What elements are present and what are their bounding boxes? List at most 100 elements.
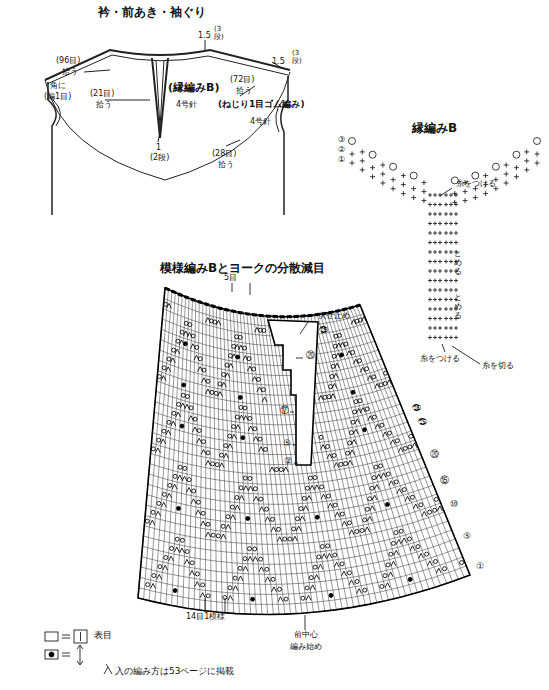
stroke bbox=[238, 335, 242, 339]
note-label: 4号針 bbox=[250, 118, 271, 127]
note-label: 拾う bbox=[218, 161, 234, 170]
stroke bbox=[402, 488, 406, 492]
stroke bbox=[401, 173, 406, 178]
stroke bbox=[333, 373, 338, 378]
stroke bbox=[389, 552, 393, 556]
stroke bbox=[322, 554, 327, 559]
stroke bbox=[433, 269, 453, 273]
stroke bbox=[228, 363, 233, 368]
stroke bbox=[340, 512, 344, 516]
stroke bbox=[261, 388, 265, 392]
stroke bbox=[321, 494, 326, 499]
stroke bbox=[175, 537, 179, 541]
stroke bbox=[246, 517, 250, 521]
stroke bbox=[173, 589, 177, 593]
stroke bbox=[259, 567, 264, 572]
stroke bbox=[433, 260, 453, 264]
stroke bbox=[391, 541, 395, 545]
row-number: ⑩ bbox=[450, 500, 458, 510]
stroke bbox=[248, 486, 253, 491]
stroke bbox=[368, 416, 373, 421]
stroke bbox=[206, 522, 210, 526]
stroke bbox=[321, 445, 326, 450]
stroke bbox=[416, 545, 420, 549]
stroke bbox=[372, 495, 377, 500]
stroke bbox=[221, 382, 226, 387]
stroke bbox=[243, 416, 248, 421]
stroke bbox=[162, 492, 166, 496]
stroke bbox=[259, 497, 263, 501]
stroke bbox=[422, 511, 427, 516]
stroke bbox=[196, 500, 200, 504]
stroke bbox=[235, 415, 239, 419]
note-label: (2段) bbox=[150, 154, 169, 163]
stroke bbox=[390, 440, 395, 445]
stroke bbox=[251, 597, 255, 601]
stroke bbox=[433, 203, 453, 207]
note-label: 糸をつける bbox=[456, 180, 496, 189]
stroke bbox=[172, 484, 177, 489]
stroke bbox=[195, 582, 200, 587]
stroke bbox=[535, 152, 540, 157]
stroke bbox=[319, 435, 323, 439]
stroke bbox=[327, 553, 332, 558]
stroke bbox=[307, 496, 312, 501]
stroke bbox=[211, 462, 215, 466]
stroke bbox=[438, 326, 458, 330]
stroke bbox=[326, 445, 330, 449]
stroke bbox=[172, 411, 176, 415]
stroke bbox=[395, 439, 399, 443]
stroke bbox=[206, 379, 210, 383]
stroke bbox=[394, 550, 399, 555]
stroke bbox=[483, 173, 488, 178]
stroke bbox=[181, 393, 185, 397]
stroke bbox=[233, 576, 237, 580]
note-label: 14目1模様 bbox=[186, 613, 225, 622]
stroke bbox=[348, 571, 352, 575]
stroke bbox=[438, 222, 458, 226]
stroke bbox=[161, 439, 166, 444]
stroke bbox=[354, 400, 358, 404]
stroke bbox=[182, 383, 186, 387]
stroke bbox=[215, 463, 219, 467]
stroke bbox=[344, 462, 348, 466]
stroke bbox=[391, 186, 396, 191]
note-label: 4号針 bbox=[176, 101, 197, 110]
stroke bbox=[504, 181, 509, 186]
stroke bbox=[352, 440, 357, 445]
note-label: 1 bbox=[156, 144, 161, 153]
stroke bbox=[151, 583, 156, 588]
stroke bbox=[259, 447, 264, 452]
row-number: ② bbox=[338, 146, 345, 155]
stroke bbox=[163, 565, 168, 570]
stroke bbox=[176, 339, 180, 343]
stroke bbox=[190, 561, 194, 565]
stroke bbox=[156, 511, 161, 516]
stroke bbox=[314, 575, 319, 580]
stroke bbox=[463, 189, 468, 194]
stroke bbox=[305, 486, 309, 490]
stroke bbox=[436, 568, 441, 573]
stroke bbox=[253, 557, 258, 562]
stroke bbox=[300, 516, 305, 521]
note-label: とめる bbox=[454, 250, 462, 276]
stroke bbox=[433, 279, 453, 283]
stroke bbox=[185, 395, 189, 399]
stroke bbox=[145, 519, 149, 523]
stroke bbox=[262, 397, 267, 402]
stroke bbox=[186, 487, 191, 492]
stroke bbox=[513, 151, 520, 158]
stroke bbox=[374, 485, 379, 490]
stroke bbox=[166, 430, 171, 435]
stroke bbox=[433, 222, 453, 226]
stroke bbox=[221, 524, 225, 528]
stroke bbox=[342, 521, 347, 526]
stroke bbox=[369, 151, 376, 158]
stroke bbox=[427, 561, 432, 566]
stroke bbox=[189, 406, 193, 410]
stroke bbox=[253, 427, 257, 431]
note-label: (21目) bbox=[90, 90, 114, 99]
stroke bbox=[363, 588, 367, 592]
stroke bbox=[370, 174, 375, 179]
stroke bbox=[180, 424, 184, 428]
